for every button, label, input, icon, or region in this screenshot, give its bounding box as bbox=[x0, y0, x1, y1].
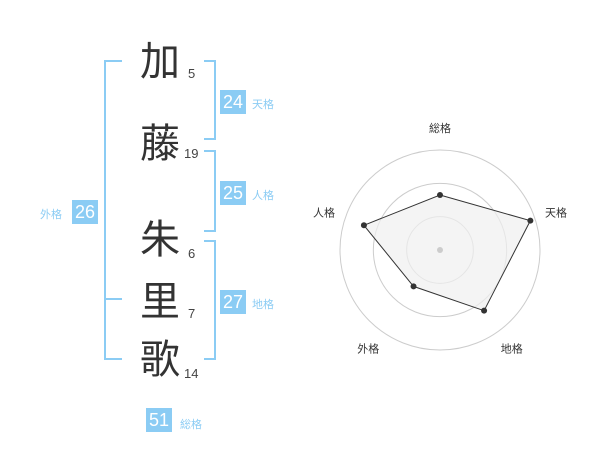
radar-point-5 bbox=[360, 222, 367, 229]
radar-axis-label-4: 外格 bbox=[357, 342, 379, 356]
radar-point-2 bbox=[527, 217, 534, 224]
tenkaku-label: 天格 bbox=[252, 98, 274, 111]
radar-center-dot bbox=[437, 247, 443, 253]
stroke-count-4: 7 bbox=[188, 306, 196, 321]
radar-axis-label-1: 総格 bbox=[429, 121, 451, 135]
jinkaku-value: 25 bbox=[220, 181, 247, 205]
chikaku-label: 地格 bbox=[252, 298, 274, 311]
gaikaku-label: 外格 bbox=[40, 208, 62, 221]
name-char-2: 藤 bbox=[140, 121, 180, 167]
soukaku-label: 総格 bbox=[180, 418, 202, 431]
radar-point-1 bbox=[437, 192, 443, 198]
stroke-count-5: 14 bbox=[184, 366, 199, 381]
name-char-4: 里 bbox=[140, 279, 180, 325]
radar-ring-3 bbox=[339, 149, 541, 351]
radar-axis-label-5: 人格 bbox=[313, 205, 335, 219]
tenkaku-value: 24 bbox=[220, 90, 247, 114]
stroke-count-1: 5 bbox=[188, 66, 196, 81]
name-char-3: 朱 bbox=[140, 217, 180, 263]
chikaku-value: 27 bbox=[220, 290, 247, 314]
name-char-1: 加 bbox=[140, 39, 180, 85]
radar-point-3 bbox=[481, 307, 488, 314]
name-char-5: 歌 bbox=[140, 337, 180, 383]
gaikaku-bracket bbox=[104, 60, 122, 360]
tenkaku-bracket bbox=[204, 60, 216, 140]
jinkaku-bracket bbox=[204, 150, 216, 232]
radar-series-area bbox=[363, 194, 532, 312]
chikaku-bracket bbox=[204, 240, 216, 360]
surname-given-divider bbox=[104, 298, 122, 300]
radar-axis-label-3: 地格 bbox=[501, 342, 523, 356]
radar-point-4 bbox=[410, 283, 417, 290]
stroke-count-3: 6 bbox=[188, 246, 196, 261]
radar-axis-label-2: 天格 bbox=[545, 205, 567, 219]
soukaku-value: 51 bbox=[146, 408, 173, 432]
gaikaku-value: 26 bbox=[72, 200, 99, 224]
jinkaku-label: 人格 bbox=[252, 189, 274, 202]
stroke-count-2: 19 bbox=[184, 146, 199, 161]
